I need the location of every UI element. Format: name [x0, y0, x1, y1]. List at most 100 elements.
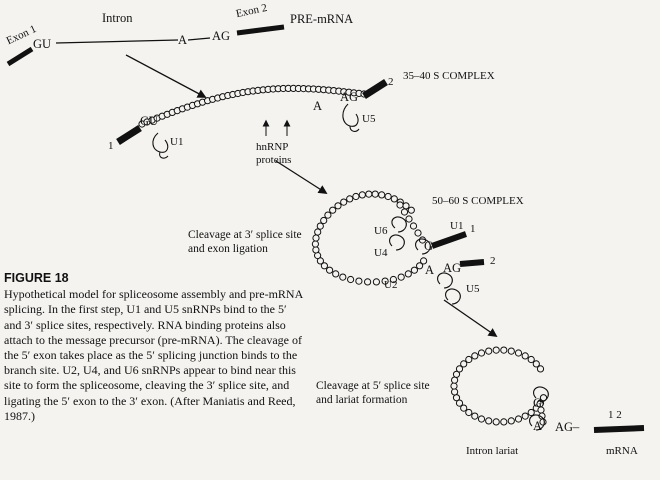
bead: [364, 278, 372, 286]
bead: [314, 228, 322, 236]
bead: [326, 266, 334, 274]
stage2-u4-label: U4: [374, 247, 388, 259]
intron-lariat-label: Intron lariat: [466, 445, 519, 457]
bead: [340, 198, 348, 206]
figure-caption: FIGURE 18 Hypothetical model for spliceo…: [4, 271, 304, 424]
stage2-exon1-bar: [431, 231, 467, 249]
bead: [465, 355, 473, 364]
intron-line-mid: [187, 37, 211, 41]
stage1-complex-label: 35–40 S COMPLEX: [403, 70, 495, 82]
bead: [514, 349, 523, 357]
bead: [339, 273, 347, 281]
bead: [400, 208, 409, 216]
bead: [410, 266, 418, 274]
stage2-u2-label: U2: [384, 279, 398, 291]
intron-line-left: [55, 39, 179, 44]
bead: [492, 418, 500, 426]
stage2-u5-label: U5: [466, 283, 480, 295]
bead: [539, 394, 548, 402]
bead: [527, 408, 535, 417]
bead: [365, 190, 373, 198]
stage2-u6-label: U6: [374, 225, 388, 237]
stage1-exon2: [362, 79, 388, 99]
bead: [532, 360, 540, 368]
bead: [332, 270, 340, 278]
stage2-cleavage-line1: Cleavage at 3′ splice site: [188, 229, 302, 241]
stage3-mrna-numbers: 1 2: [608, 409, 622, 421]
intron-label: Intron: [102, 11, 133, 25]
pre-mrna-strand: [6, 24, 285, 67]
stage1-gu-label: GU: [140, 114, 159, 128]
bead: [372, 278, 380, 286]
bead: [324, 211, 332, 219]
bead: [521, 352, 529, 360]
bead: [507, 347, 515, 355]
bead: [414, 229, 422, 237]
stage3-g-label: G: [533, 396, 543, 410]
stage2-g-label: G: [424, 239, 434, 253]
bead: [536, 365, 545, 373]
stage1-exon2-number: 2: [388, 76, 394, 88]
bead: [485, 417, 493, 425]
bead: [316, 257, 324, 265]
bead: [452, 394, 461, 402]
stage2-exon1-number: 1: [470, 223, 476, 235]
u1-snrnp-stage1: [152, 132, 169, 159]
stage3-lariat-loop: [450, 346, 548, 426]
stage1-exon1-number: 1: [108, 140, 114, 152]
mrna-label: mRNA: [606, 445, 638, 457]
stage2-cleavage-line2: and exon ligation: [188, 243, 268, 255]
bead: [527, 355, 535, 364]
stage3-a-label: A: [533, 419, 543, 433]
bead: [477, 415, 486, 423]
bead: [485, 347, 493, 355]
bead: [420, 257, 428, 265]
gu-label: GU: [33, 37, 52, 51]
bead: [346, 195, 354, 203]
bead: [465, 408, 473, 417]
pre-mrna-label: PRE-mRNA: [290, 12, 354, 26]
arrow-to-stage3: [443, 299, 498, 338]
bead: [352, 192, 360, 201]
figure-title: FIGURE 18: [4, 271, 69, 285]
stage3-cleavage-line1: Cleavage at 5′ splice site: [316, 380, 430, 392]
bead: [471, 352, 479, 360]
bead: [409, 222, 418, 230]
bead: [402, 202, 410, 210]
hnrnp-label-line1: hnRNP: [256, 141, 289, 153]
hnrnp-label-line2: proteins: [256, 154, 292, 166]
stage1-u5-label: U5: [362, 113, 376, 125]
bead: [316, 222, 324, 230]
stage2-snrnp-cluster: [389, 216, 461, 305]
arrow-to-stage2: [275, 160, 328, 194]
stage3-ag-label: AG–: [555, 420, 580, 434]
bead: [407, 206, 415, 214]
stage2-exon2-bar: [459, 259, 485, 267]
exon1-bar: [6, 46, 34, 67]
stage1-bead-chain: [138, 84, 368, 128]
branch-a-label: A: [178, 33, 188, 47]
bead: [384, 192, 392, 201]
figure-caption-body: Hypothetical model for spliceosome assem…: [4, 287, 303, 423]
stage2-complex-label: 50–60 S COMPLEX: [432, 195, 524, 207]
bead: [452, 370, 461, 378]
bead: [500, 346, 508, 354]
stage2-ag-label: AG: [443, 261, 462, 275]
bead: [451, 388, 459, 396]
bead: [477, 349, 486, 357]
bead: [404, 270, 412, 278]
bead: [460, 404, 468, 412]
bead: [312, 246, 320, 254]
stage3-cleavage-line2: and lariat formation: [316, 394, 408, 406]
exon2-bar: [236, 24, 285, 36]
bead: [455, 399, 464, 407]
bead: [334, 202, 342, 210]
bead: [455, 365, 464, 373]
stage1-a-label: A: [313, 99, 323, 113]
bead: [390, 195, 398, 203]
stage2-bead-loop: [311, 190, 428, 286]
bead: [389, 275, 397, 284]
bead: [329, 206, 337, 214]
bead: [312, 234, 320, 242]
